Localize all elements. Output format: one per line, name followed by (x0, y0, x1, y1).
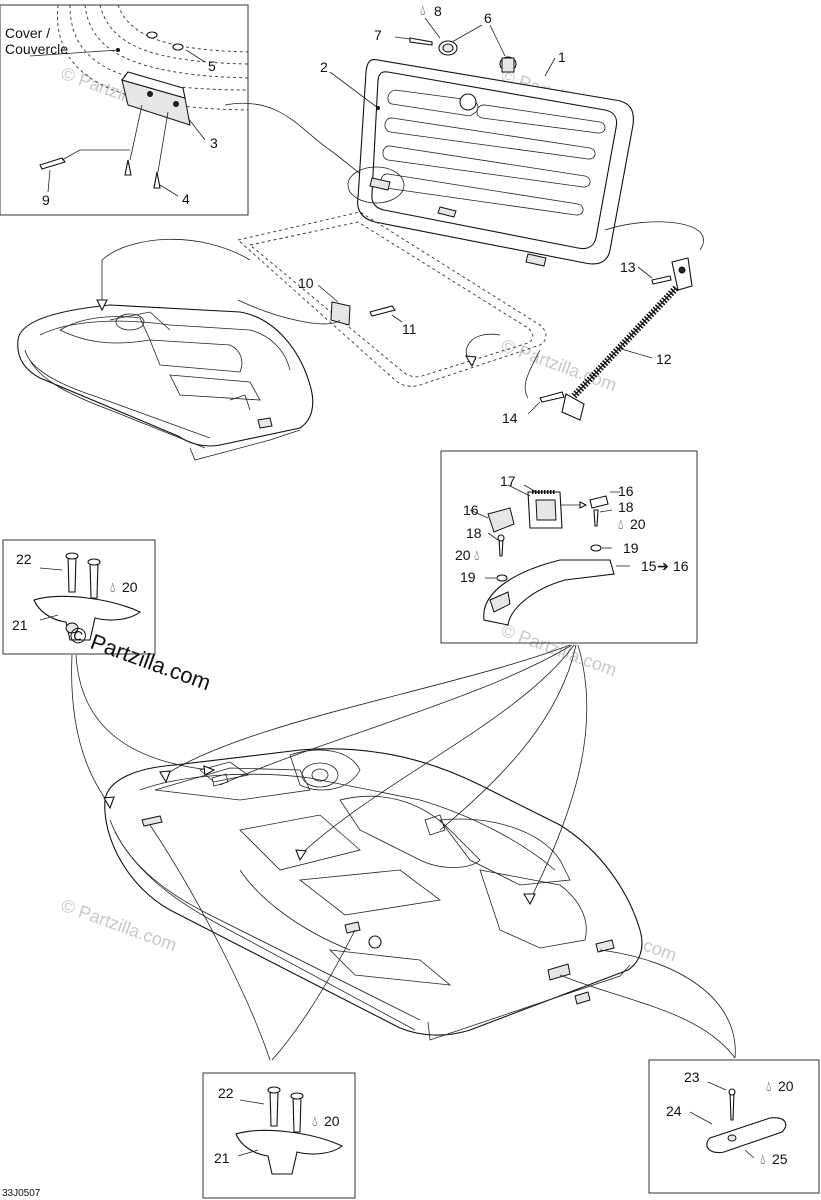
callout-16: 16 (463, 502, 479, 518)
callout-18: 18 (618, 499, 634, 515)
step-pad-inset: 23 💧︎ 20 24 💧︎ 25 (648, 1059, 820, 1194)
callout-23: 23 (684, 1069, 700, 1085)
callout-21: 21 (214, 1150, 230, 1166)
callout-9: 9 (42, 192, 50, 208)
inset-frame (440, 450, 698, 644)
callout-16: 16 (618, 483, 634, 499)
callout-1: 1 (558, 49, 566, 65)
callout-20: 20 (324, 1113, 340, 1129)
cushion-parts-inset: 17 16 18 💧︎ 20 16 18 20 💧︎ 19 19 15 ➔ 16 (440, 450, 698, 644)
callout-10: 10 (298, 275, 314, 291)
callout-11: 11 (402, 321, 417, 337)
main-boat-illustration (104, 748, 643, 1041)
storage-cover-part: 7 💧︎ 8 6 1 2 (320, 2, 634, 267)
callout-12: 12 (656, 351, 672, 367)
drop-icon: 💧︎ (312, 1113, 318, 1129)
callout-19: 19 (623, 540, 639, 556)
callout-22: 22 (16, 551, 32, 567)
watermark: © Partzilla.com (499, 620, 620, 680)
callout-14: 14 (502, 410, 518, 426)
callout-17: 17 (500, 473, 516, 489)
drop-icon: 💧︎ (766, 1078, 772, 1094)
drawing-code: 33J0507 (2, 1188, 41, 1199)
cover-hinge-inset: Cover / Couvercle 5 3 4 9 (0, 4, 249, 216)
callout-20: 20 (630, 516, 646, 532)
arrow-right-icon: ➔ (657, 558, 669, 574)
callout-22: 22 (218, 1085, 234, 1101)
callout-13: 13 (620, 259, 636, 275)
inset-frame (2, 539, 156, 655)
inset-frame (648, 1059, 820, 1194)
leader-lines (71, 644, 736, 1061)
stern-cleat-inset: 22 💧︎ 20 21 (202, 1072, 356, 1199)
drop-icon: 💧︎ (420, 2, 426, 18)
cover-label: Cover / (5, 25, 50, 41)
callout-25: 25 (772, 1151, 788, 1167)
callout-20: 20 (778, 1078, 794, 1094)
callout-18: 18 (466, 525, 482, 541)
watermark: © Partzilla.com (499, 335, 620, 395)
couvercle-label: Couvercle (5, 41, 68, 57)
callout-5: 5 (208, 58, 216, 74)
gas-strut-part: 13 12 14 (502, 221, 704, 426)
callout-8: 8 (434, 3, 442, 19)
callout-20: 20 (455, 547, 471, 563)
callout-21: 21 (12, 617, 28, 633)
storage-opening: 10 11 (237, 211, 547, 387)
callout-20: 20 (122, 579, 138, 595)
callout-2: 2 (320, 59, 328, 75)
leader-inset-to-cover (224, 103, 373, 183)
watermark-main: © Partzilla.com (66, 621, 214, 695)
inset-frame (202, 1072, 356, 1199)
callout-6: 6 (484, 10, 492, 26)
callout-15: 15 (641, 558, 657, 574)
callout-4: 4 (182, 191, 190, 207)
drop-icon: 💧︎ (110, 579, 116, 595)
small-boat-illustration (17, 238, 341, 461)
callout-15-supersede: 16 (673, 558, 689, 574)
callout-7: 7 (374, 27, 382, 43)
callout-3: 3 (210, 135, 218, 151)
callout-24: 24 (666, 1103, 682, 1119)
drop-icon: 💧︎ (760, 1151, 766, 1167)
callout-19: 19 (460, 569, 476, 585)
drop-icon: 💧︎ (474, 547, 480, 563)
bow-cleat-inset: 22 💧︎ 20 21 (2, 539, 156, 655)
drop-icon: 💧︎ (618, 516, 624, 532)
